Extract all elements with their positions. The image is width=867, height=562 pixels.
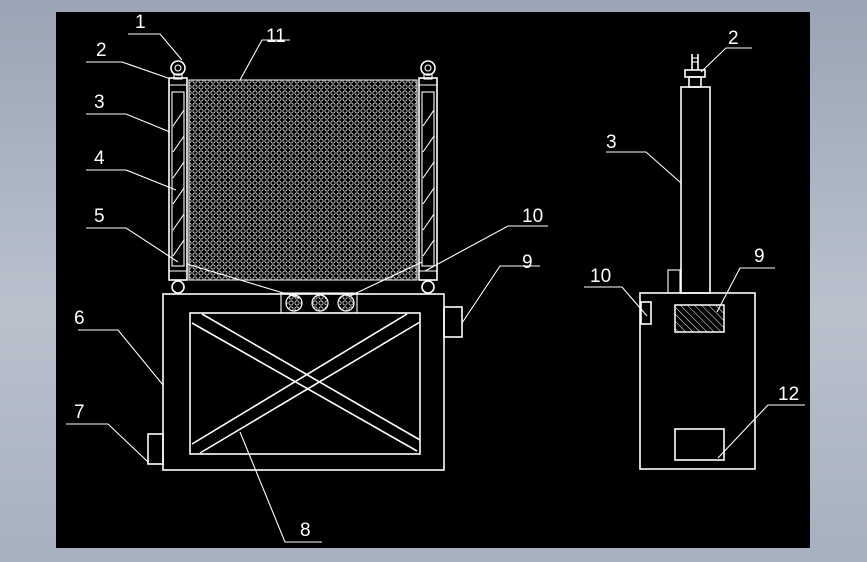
side-callout-2: 2 [728, 28, 739, 49]
right-column [418, 77, 438, 281]
right-hook [420, 60, 436, 80]
side-callout-10: 10 [590, 266, 611, 287]
side-callout-9: 9 [754, 246, 765, 267]
side-view: 2 3 9 10 12 [584, 28, 805, 470]
callout-9: 9 [522, 252, 533, 273]
callout-7: 7 [74, 402, 85, 423]
fan-row [280, 292, 358, 314]
side-body [639, 292, 756, 470]
side-indicator [640, 301, 652, 325]
side-column [680, 86, 711, 294]
side-port [443, 306, 463, 338]
left-hook [170, 60, 186, 80]
side-callout-3: 3 [606, 132, 617, 153]
left-column [168, 77, 188, 281]
right-bottom-roller [421, 280, 435, 294]
side-panel-hatched [674, 304, 725, 333]
fan [337, 294, 355, 312]
leader-lines [66, 33, 548, 543]
side-drawer [674, 428, 725, 461]
fan [311, 294, 329, 312]
callout-1: 1 [135, 12, 146, 33]
left-column-hatch [172, 109, 185, 257]
side-callout-12: 12 [778, 384, 799, 405]
left-bottom-roller [171, 280, 185, 294]
side-leader-lines [584, 47, 805, 459]
column-clamp [667, 269, 681, 294]
callout-8: 8 [300, 520, 311, 541]
drain-outlet [147, 433, 164, 465]
callout-5: 5 [94, 206, 105, 227]
callout-10: 10 [522, 206, 543, 227]
callout-4: 4 [94, 148, 105, 169]
callout-2: 2 [96, 40, 107, 61]
fan [285, 294, 303, 312]
callout-11: 11 [266, 26, 286, 47]
callout-3: 3 [94, 92, 105, 113]
front-view: 1 2 3 4 5 6 7 8 9 10 11 [66, 12, 548, 543]
base-box [162, 293, 445, 471]
top-screw [684, 54, 706, 88]
right-column-hatch [422, 109, 435, 257]
mesh-screen [188, 79, 418, 281]
callout-6: 6 [74, 308, 85, 329]
